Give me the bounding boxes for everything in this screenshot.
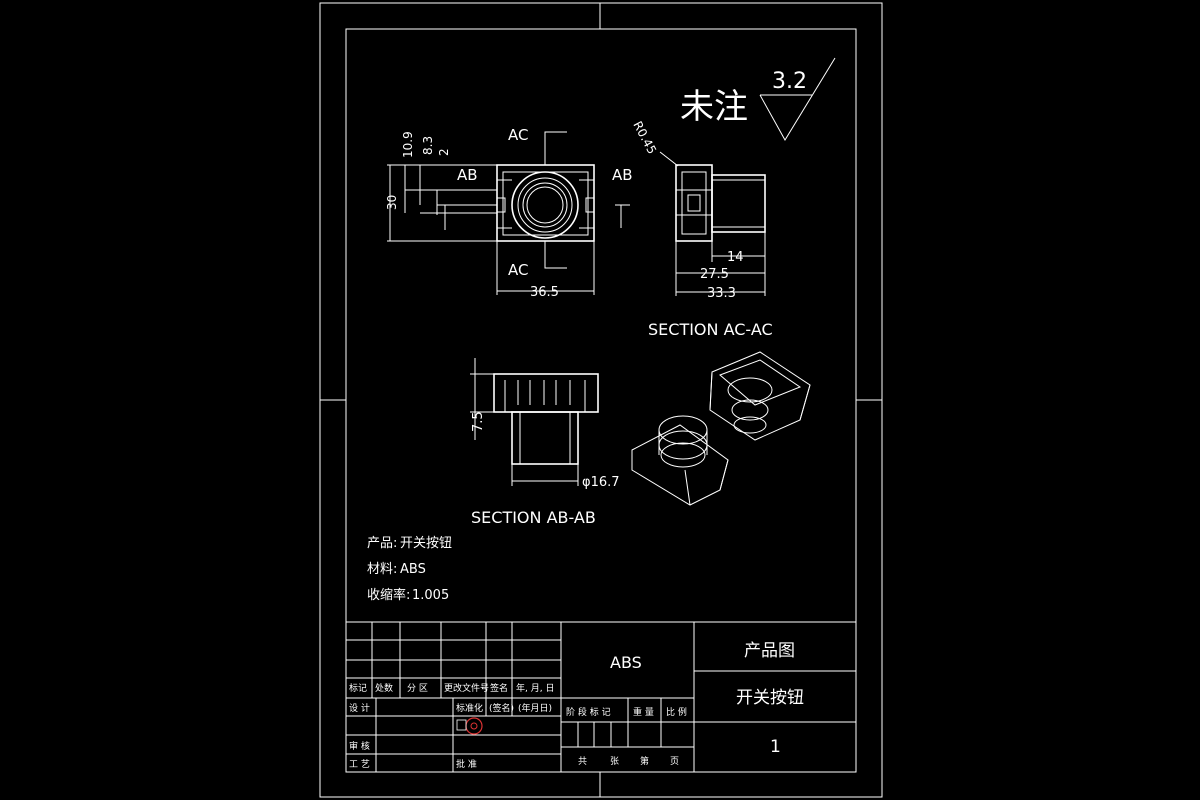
- dim-phi-16-7: φ16.7: [582, 475, 620, 490]
- tb-sheets: 张: [610, 756, 619, 767]
- tb-sheet: 1: [770, 737, 781, 757]
- tb-drawing-type: 产品图: [744, 641, 795, 661]
- tb-h-count: 处数: [375, 682, 393, 694]
- isometric-view-open: [709, 351, 811, 441]
- tb-h-zone: 分 区: [407, 683, 428, 694]
- section-ac-title: SECTION AC-AC: [648, 320, 773, 339]
- dim-r0-45: R0.45: [630, 119, 659, 157]
- note-shrink-value: 1.005: [412, 588, 449, 603]
- tb-page: 页: [670, 756, 679, 767]
- note-material-value: ABS: [400, 562, 426, 577]
- tb-stamp-icon: [456, 717, 483, 735]
- tb-part-name: 开关按钮: [736, 688, 804, 708]
- section-ac-view: R0.45 14 27.5 33.3 SECTION AC-AC: [630, 119, 772, 339]
- note-product-value: 开关按钮: [400, 536, 452, 551]
- section-mark-ac-bottom: AC: [508, 261, 528, 279]
- tb-stage-mark: 阶 段 标 记: [566, 706, 611, 718]
- section-mark-ac-top: AC: [508, 126, 528, 144]
- tb-h-sign: 签名: [490, 682, 508, 694]
- tb-h-change-doc: 更改文件号: [444, 682, 489, 694]
- tb-standardize: 标准化: [456, 702, 483, 714]
- tb-scale: 比 例: [666, 706, 687, 718]
- tb-material: ABS: [610, 653, 642, 672]
- tb-process: 工 艺: [349, 759, 370, 770]
- dim-10-9: 10.9: [401, 131, 415, 158]
- note-product-label: 产品:: [367, 536, 397, 551]
- section-ab-title: SECTION AB-AB: [471, 508, 596, 527]
- tb-number: 第: [640, 755, 649, 767]
- tb-h-mark: 标记: [349, 682, 367, 694]
- tb-total: 共: [578, 756, 587, 767]
- surface-finish-value: 3.2: [772, 69, 807, 94]
- section-mark-ab-right: AB: [612, 166, 633, 184]
- tb-h-date: 年, 月, 日: [516, 682, 554, 694]
- dim-14: 14: [727, 250, 744, 265]
- surface-finish-symbol: 未注 3.2: [680, 57, 836, 141]
- tb-date-label: (年月日): [518, 702, 552, 714]
- tb-design: 设 计: [349, 702, 370, 714]
- section-mark-ab-left: AB: [457, 166, 478, 184]
- tb-signature: (签名): [489, 702, 514, 714]
- top-view: AC AC AB AB 10.9 8.3 2 30 36.5: [385, 126, 633, 300]
- dim-2: 2: [437, 148, 451, 156]
- dim-30: 30: [385, 195, 399, 210]
- tb-weight: 重 量: [633, 706, 654, 718]
- dim-27-5: 27.5: [700, 267, 729, 282]
- isometric-view-closed: [631, 415, 729, 506]
- note-shrink-label: 收缩率:: [367, 587, 410, 603]
- dim-33-3: 33.3: [707, 286, 736, 301]
- notes: 产品: 开关按钮 材料: ABS 收缩率: 1.005: [367, 536, 452, 603]
- section-ab-view: 7.5 φ16.7 SECTION AB-AB: [470, 358, 620, 527]
- tb-review: 审 核: [349, 740, 370, 752]
- surface-finish-label: 未注: [680, 87, 748, 127]
- title-block: [345, 621, 857, 773]
- dim-8-3: 8.3: [421, 136, 435, 155]
- tb-approve: 批 准: [456, 758, 477, 770]
- dim-36-5: 36.5: [530, 285, 559, 300]
- dim-7-5: 7.5: [471, 411, 486, 432]
- title-block-text: ABS 产品图 开关按钮 1 标记 处数 分 区 更改文件号 签名 年, 月, …: [349, 641, 804, 770]
- note-material-label: 材料:: [367, 562, 397, 577]
